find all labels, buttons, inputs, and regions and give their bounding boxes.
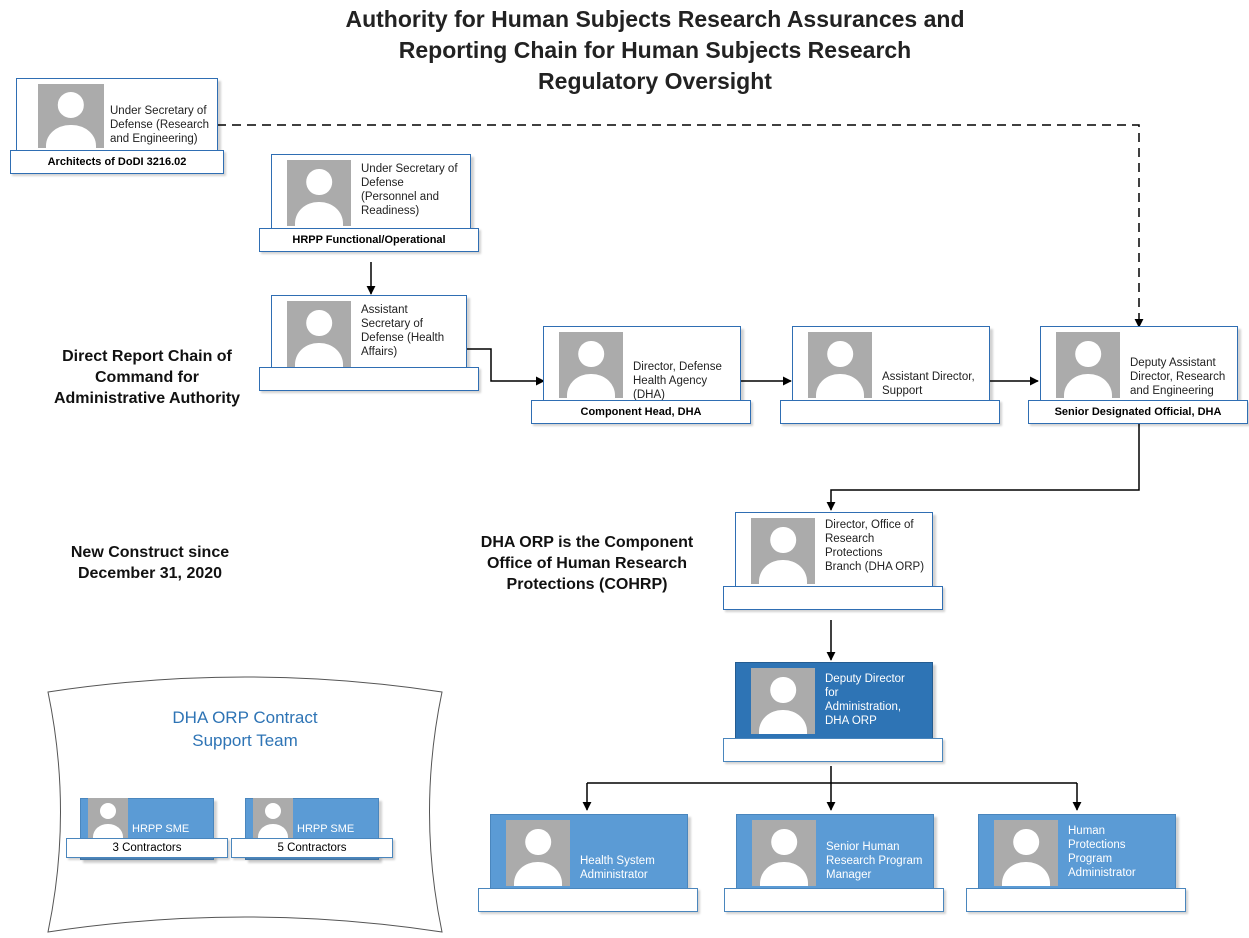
node-designation-bar: Senior Designated Official, DHA bbox=[1028, 400, 1248, 424]
contract-team-title: DHA ORP Contract Support Team bbox=[172, 708, 318, 750]
person-placeholder-icon bbox=[287, 301, 351, 367]
person-placeholder-icon bbox=[559, 332, 623, 398]
cohrp-label: DHA ORP is the Component Office of Human… bbox=[480, 534, 694, 593]
new-construct-label: New Construct since December 31, 2020 bbox=[70, 544, 230, 582]
node-role-text: Assistant Director,Support bbox=[882, 371, 975, 397]
title-line-2: Reporting Chain for Human Subjects Resea… bbox=[398, 37, 912, 63]
node-designation-bar: Component Head, DHA bbox=[531, 400, 751, 424]
direct-report-label: Direct Report Chain of Command for Admin… bbox=[53, 348, 241, 407]
person-placeholder-icon bbox=[38, 84, 104, 148]
node-designation-bar bbox=[724, 888, 944, 912]
node-designation-bar bbox=[966, 888, 1186, 912]
connector-dd-admin-to-reports bbox=[587, 766, 1077, 784]
node-designation-bar: 5 Contractors bbox=[231, 838, 393, 858]
title-line-3: Regulatory Oversight bbox=[538, 68, 772, 94]
node-designation-bar bbox=[723, 586, 943, 610]
diagram-title: Authority for Human Subjects Research As… bbox=[200, 4, 1110, 97]
person-placeholder-icon bbox=[994, 820, 1058, 886]
node-designation-bar: Architects of DoDI 3216.02 bbox=[10, 150, 224, 174]
person-placeholder-icon bbox=[808, 332, 872, 398]
node-designation-bar bbox=[259, 367, 479, 391]
person-placeholder-icon bbox=[751, 668, 815, 734]
node-designation-bar bbox=[780, 400, 1000, 424]
node-role-text: HRPP SME bbox=[132, 823, 190, 835]
connector-dad-re-to-dir-orp bbox=[826, 421, 1140, 511]
node-designation-bar bbox=[478, 888, 698, 912]
person-placeholder-icon bbox=[287, 160, 351, 226]
node-designation-bar: HRPP Functional/Operational bbox=[259, 228, 479, 252]
person-placeholder-icon bbox=[506, 820, 570, 886]
title-line-1: Authority for Human Subjects Research As… bbox=[345, 6, 965, 32]
node-designation-bar: 3 Contractors bbox=[66, 838, 228, 858]
person-placeholder-icon bbox=[752, 820, 816, 886]
person-placeholder-icon bbox=[1056, 332, 1120, 398]
person-placeholder-icon bbox=[88, 798, 128, 838]
person-placeholder-icon bbox=[751, 518, 815, 584]
node-designation-bar bbox=[723, 738, 943, 762]
node-role-text: HRPP SME bbox=[297, 823, 355, 835]
person-placeholder-icon bbox=[253, 798, 293, 838]
